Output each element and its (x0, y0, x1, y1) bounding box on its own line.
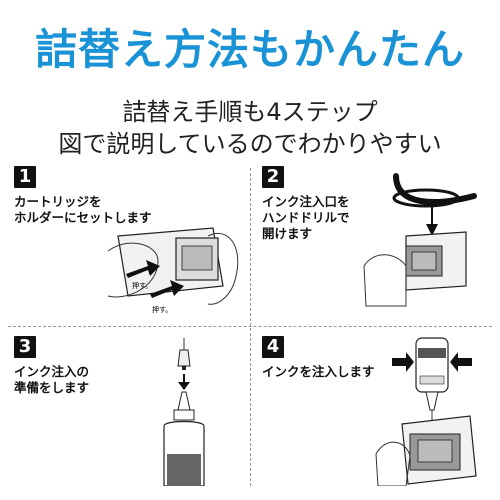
horizontal-divider (8, 326, 492, 327)
page-title: 詰替え方法もかんたん (34, 25, 465, 74)
press-arrow-1 (126, 260, 160, 278)
press-label-1: 押す。 (132, 281, 152, 290)
left-arrow (392, 352, 414, 372)
step-number-3: 3 (14, 336, 36, 358)
step-3-panel: 3 インク注入の 準備をします (8, 336, 248, 486)
step-number-4: 4 (262, 336, 284, 358)
step-1-illustration: 押す。 押す。 (107, 227, 239, 314)
step-4-illustration (375, 337, 477, 486)
step-3-illustration (163, 338, 205, 486)
step-3-text: インク注入の 準備をします (14, 364, 90, 395)
step-1-text: カートリッジを ホルダーにセットします (14, 194, 152, 225)
vertical-divider (250, 168, 251, 486)
step-1-panel: 押す。 押す。 1 カートリッジを ホルダーにセットします (8, 166, 248, 316)
step-number-2: 2 (262, 166, 284, 188)
step-2-panel: 2 インク注入口を ハンドドリルで 開けます (256, 166, 496, 316)
step-4-panel: 4 インクを注入します (256, 336, 496, 486)
down-arrow (178, 382, 190, 390)
subtitle-line-1: 詰替え手順も4ステップ (122, 98, 378, 126)
press-arrow-2 (150, 280, 184, 298)
right-arrow (450, 352, 472, 372)
hand-drill (393, 173, 477, 205)
step-2-illustration (363, 173, 477, 307)
hand-outline (107, 242, 159, 298)
step-4-text: インクを注入します (262, 364, 375, 379)
subtitle-line-2: 図で説明しているのでわかりやすい (58, 130, 442, 158)
step-number-1: 1 (14, 166, 36, 188)
step-2-text: インク注入口を ハンドドリルで 開けます (262, 194, 350, 241)
ink-bottle-nozzle (177, 391, 191, 411)
press-label-2: 押す。 (152, 305, 172, 314)
hand-outline (363, 254, 407, 307)
hand-outline (375, 441, 411, 486)
